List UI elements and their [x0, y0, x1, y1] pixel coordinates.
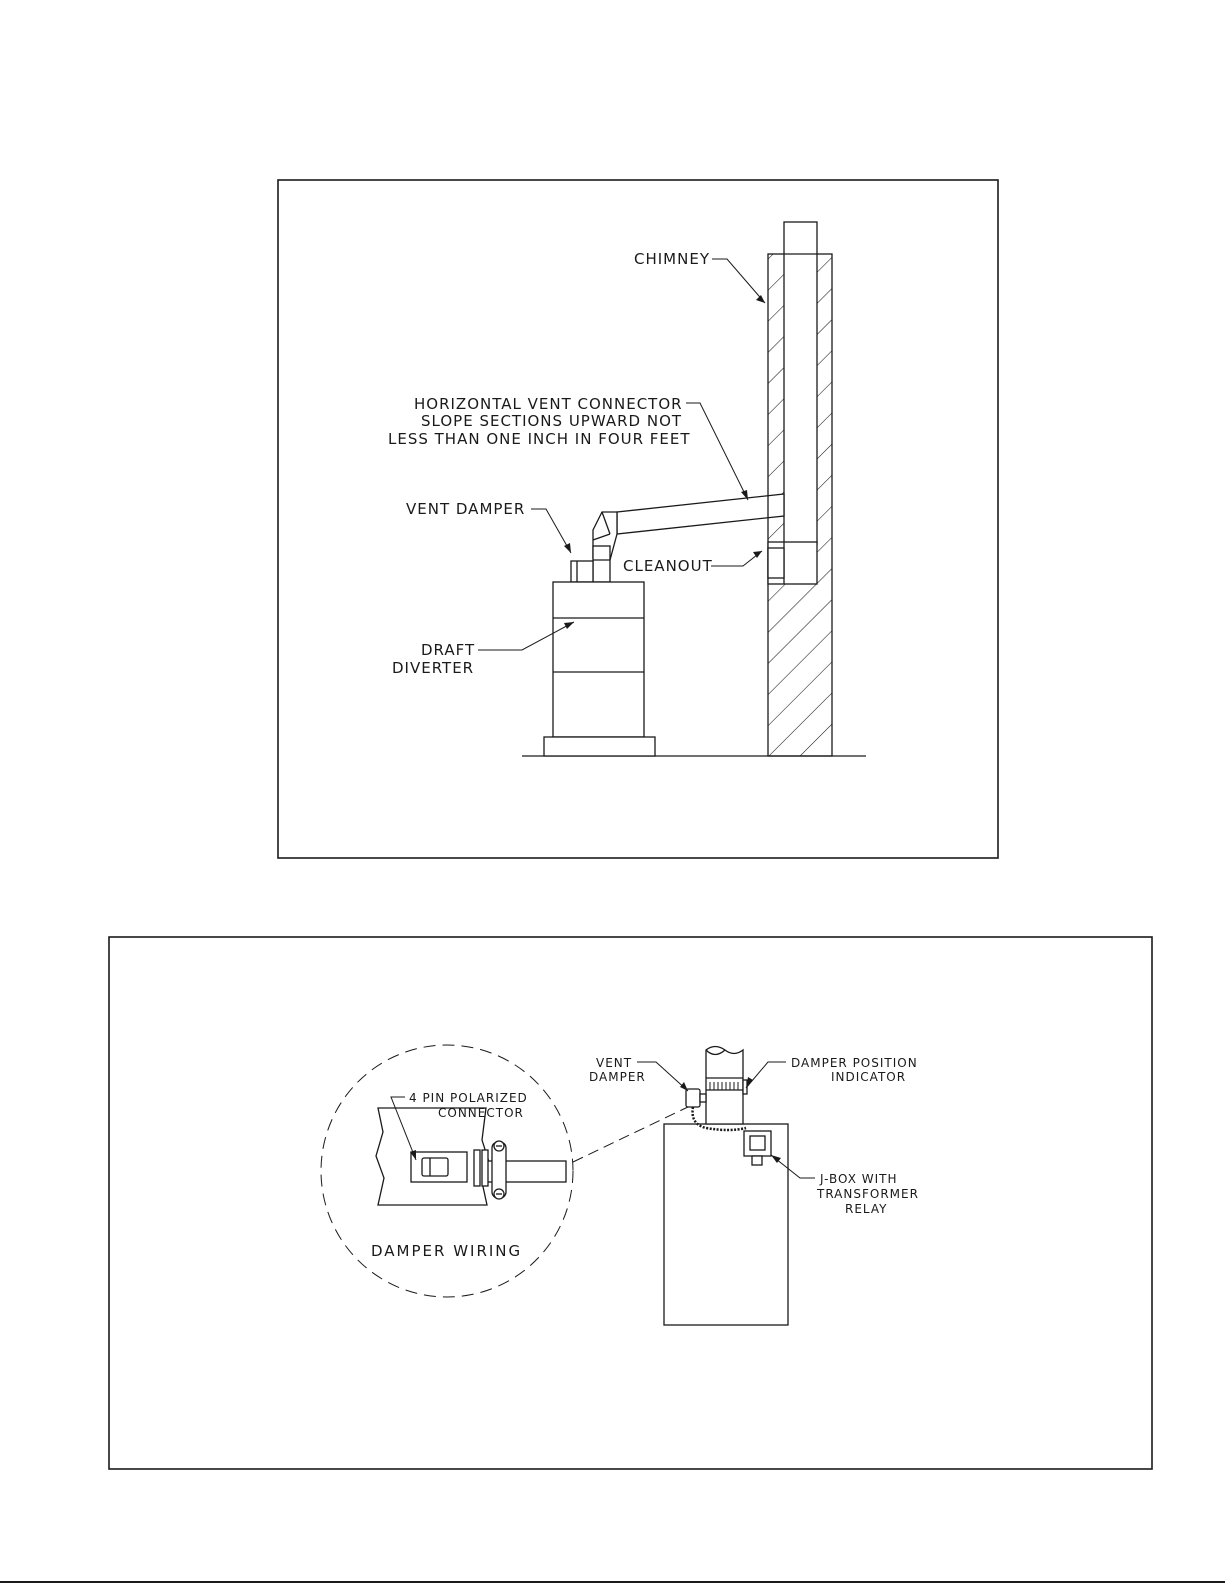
polarized-connector-detail [376, 1108, 566, 1205]
connector-label-line2: CONNECTOR [438, 1106, 524, 1120]
connector-label-line1: HORIZONTAL VENT CONNECTOR [414, 395, 683, 413]
figure-1-chimney-venting: CHIMNEY HORIZONTAL VENT CONNECTOR SLOPE … [278, 180, 998, 858]
figure-2-damper-wiring: 4 PIN POLARIZED CONNECTOR DAMPER WIRING [109, 937, 1152, 1469]
figure-2-frame [109, 937, 1152, 1469]
cleanout-label: CLEANOUT [623, 557, 713, 575]
draft-diverter-label-line2: DIVERTER [392, 659, 474, 677]
damper-position-label-line2: INDICATOR [831, 1070, 906, 1084]
damper-wiring-label: DAMPER WIRING [371, 1242, 522, 1260]
vent-damper-device [571, 561, 593, 582]
draft-diverter-label-line1: DRAFT [421, 641, 475, 659]
damper-position-leader [746, 1062, 786, 1088]
connector-leader [686, 403, 748, 500]
j-box-label-line1: J-BOX WITH [819, 1172, 898, 1186]
chimney-masonry [768, 222, 832, 756]
flue-pipe [706, 1047, 743, 1125]
connector-label-line2: SLOPE SECTIONS UPWARD NOT [421, 412, 682, 430]
connector-label-line1: 4 PIN POLARIZED [409, 1091, 528, 1105]
heater-base [544, 737, 655, 756]
vent-damper-label-line2: DAMPER [589, 1070, 646, 1084]
vent-damper-label-line1: VENT [596, 1056, 632, 1070]
connector-label-line3: LESS THAN ONE INCH IN FOUR FEET [388, 430, 691, 448]
damper-position-label-line1: DAMPER POSITION [791, 1056, 918, 1070]
water-heater-body [544, 582, 655, 756]
chimney-leader [712, 259, 765, 303]
j-box-label-line2: TRANSFORMER [816, 1187, 919, 1201]
cleanout-door [768, 548, 784, 578]
vent-damper-actuator [686, 1089, 700, 1107]
j-box-label-line3: RELAY [845, 1202, 888, 1216]
chimney-label: CHIMNEY [634, 250, 710, 268]
chimney-flue-liner [784, 222, 817, 544]
vent-damper-label: VENT DAMPER [406, 500, 525, 518]
